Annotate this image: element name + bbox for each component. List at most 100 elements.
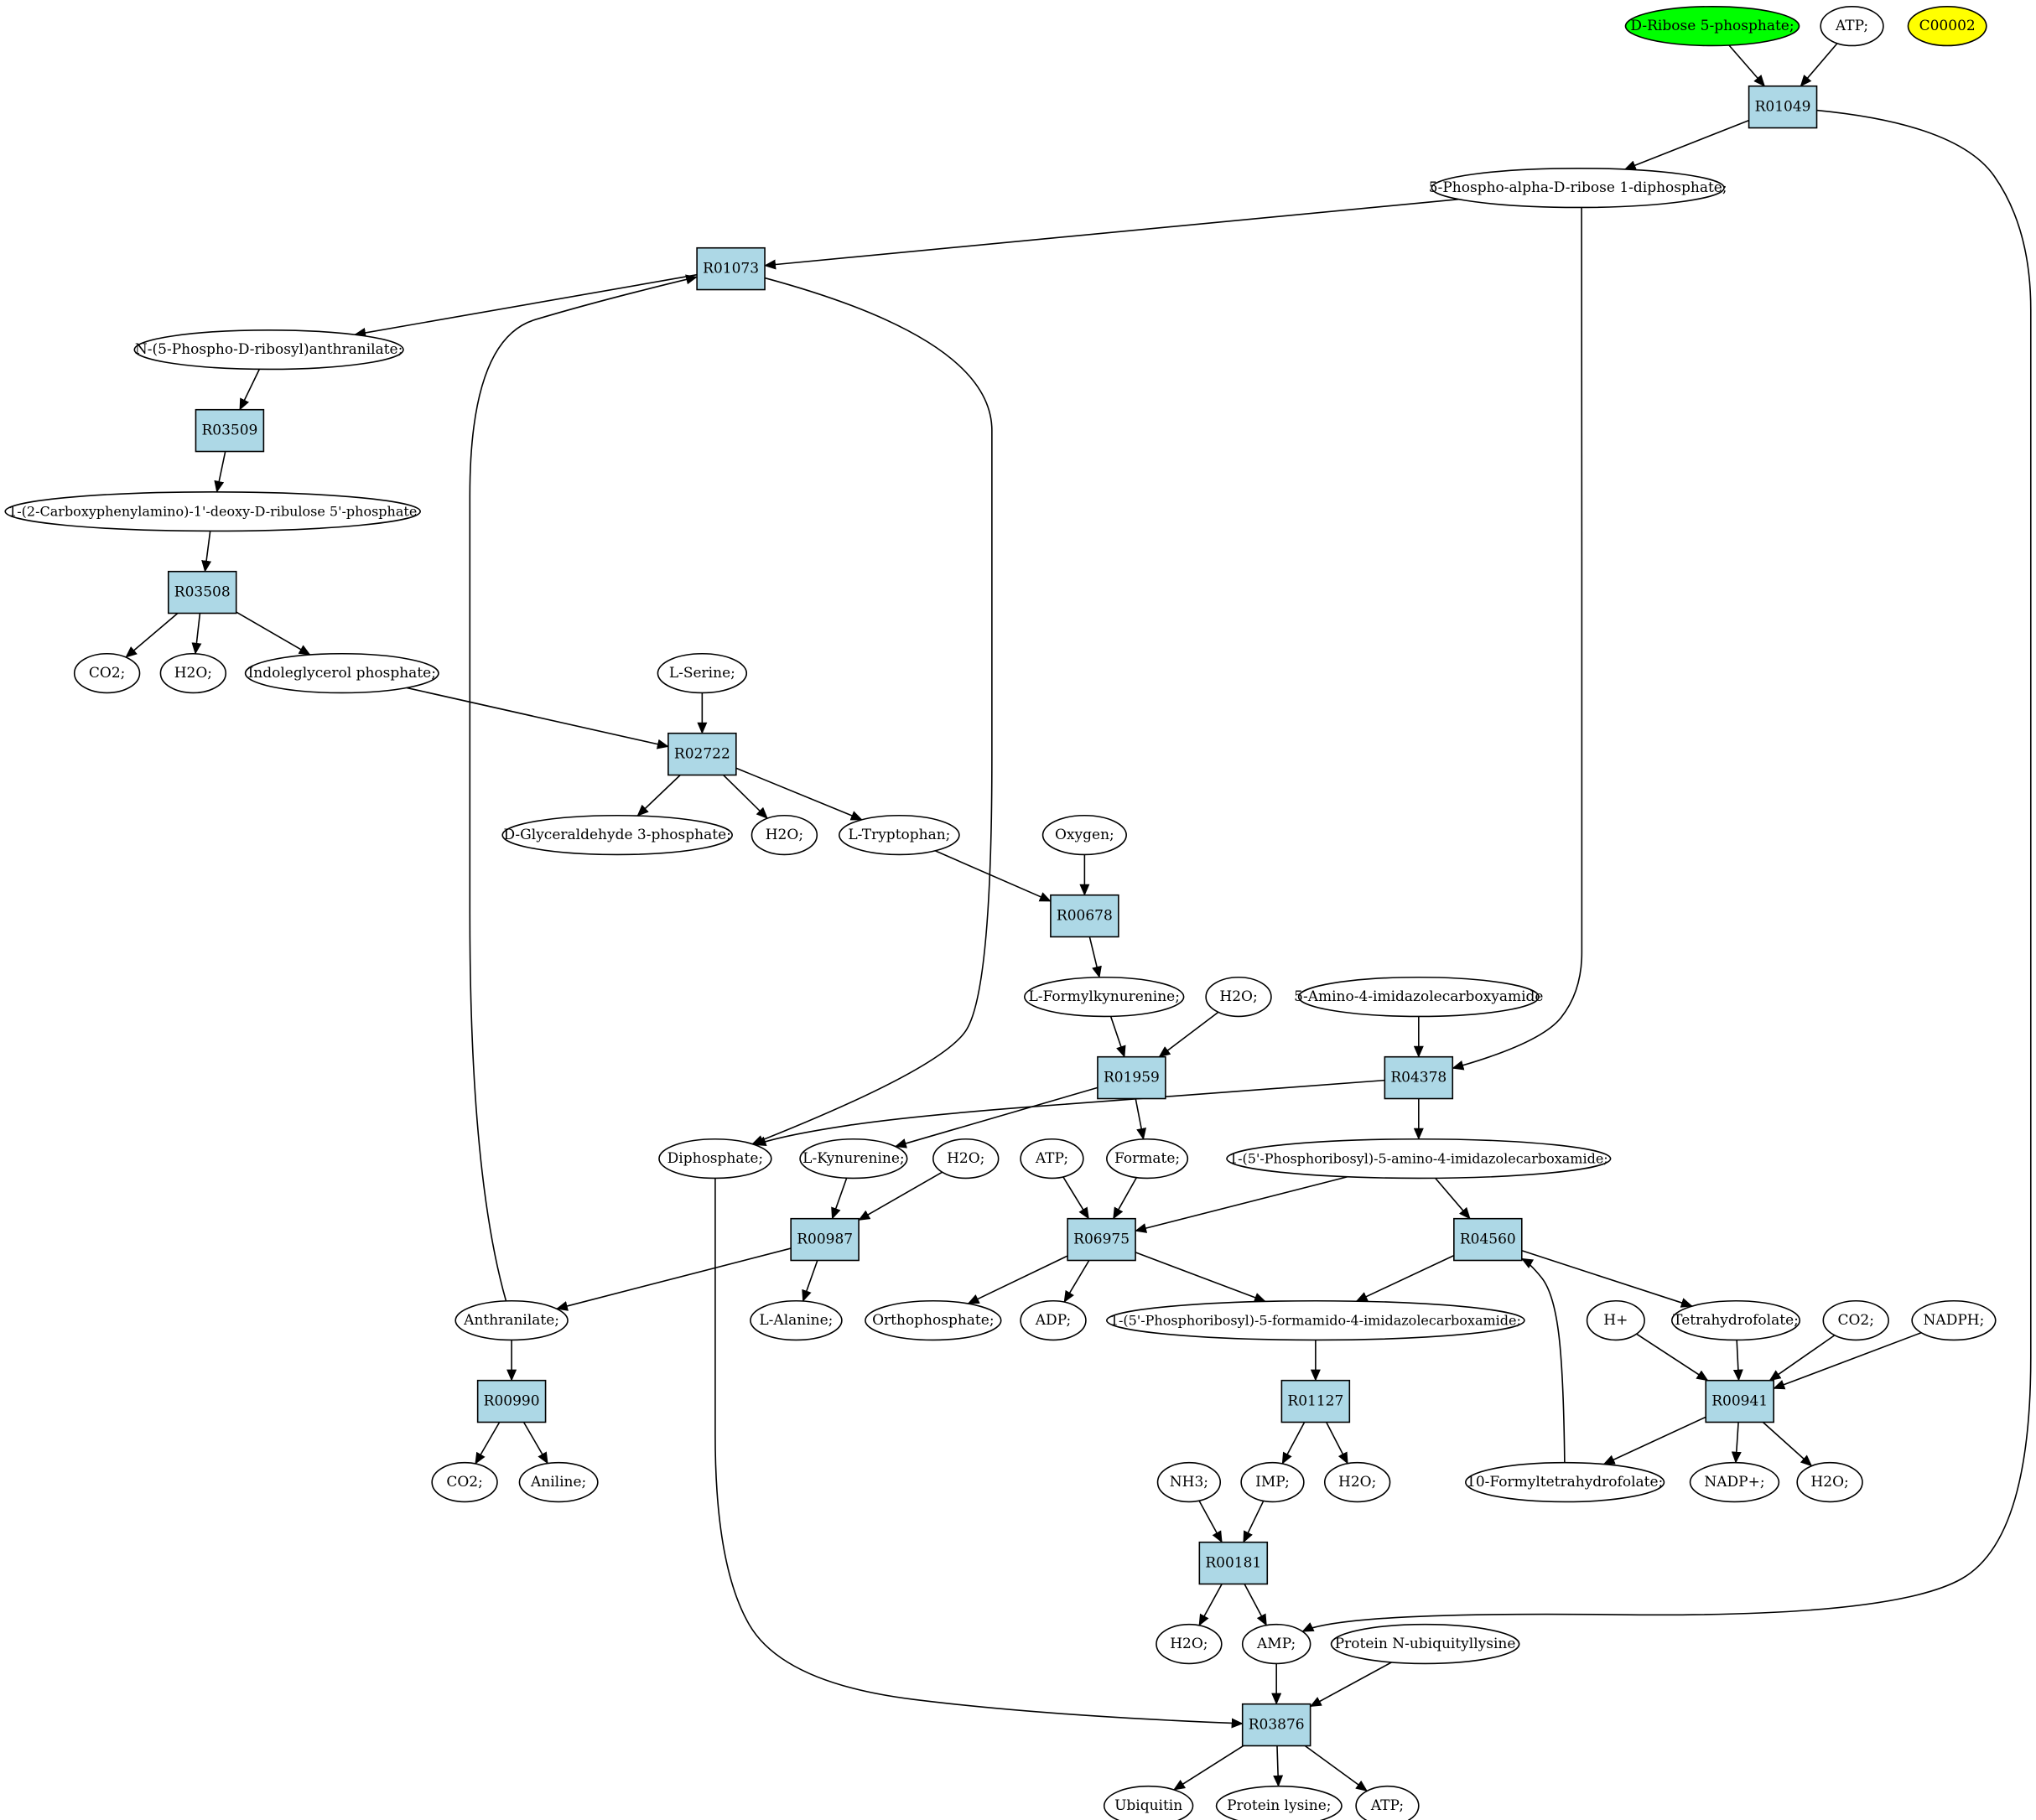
compound-node-ubq[interactable]: Ubiquitin bbox=[1103, 1785, 1194, 1820]
node-label: NADPH; bbox=[1924, 1312, 1985, 1329]
edge-r_R00987-to-c_ala bbox=[802, 1260, 818, 1302]
node-label: D-Ribose 5-phosphate; bbox=[1630, 18, 1794, 34]
reaction-node-R00181[interactable]: R00181 bbox=[1198, 1541, 1269, 1585]
compound-node-oxygen[interactable]: Oxygen; bbox=[1041, 814, 1127, 856]
compound-ellipse bbox=[1215, 1785, 1343, 1820]
compound-node-kyn[interactable]: L-Kynurenine; bbox=[799, 1138, 908, 1180]
compound-node-h2o_b[interactable]: H2O; bbox=[751, 814, 818, 856]
node-label: ATP; bbox=[1370, 1797, 1404, 1814]
compound-node-nadph[interactable]: NADPH; bbox=[1911, 1299, 1997, 1341]
compound-node-nh3[interactable]: NH3; bbox=[1156, 1461, 1222, 1503]
edge-c_imp-to-r_R00181 bbox=[1243, 1501, 1265, 1543]
compound-ellipse bbox=[4, 490, 421, 532]
compound-node-c00002[interactable]: C00002 bbox=[1907, 5, 1987, 47]
node-label: R03508 bbox=[174, 584, 231, 601]
node-label: CO2; bbox=[446, 1474, 483, 1491]
compound-node-adp[interactable]: ADP; bbox=[1020, 1299, 1087, 1341]
compound-node-formate[interactable]: Formate; bbox=[1106, 1138, 1189, 1180]
compound-node-aica[interactable]: 5-Amino-4-imidazolecarboxyamide bbox=[1294, 976, 1543, 1018]
edge-r_R00987-to-c_anth bbox=[555, 1247, 792, 1311]
edge-r_R00181-to-c_h2o_g bbox=[1198, 1584, 1223, 1626]
compound-node-formkyn[interactable]: L-Formylkynurenine; bbox=[1023, 976, 1185, 1018]
reaction-node-R00678[interactable]: R00678 bbox=[1050, 894, 1119, 938]
compound-node-nprib[interactable]: N-(5-Phospho-D-ribosyl)anthranilate; bbox=[133, 329, 404, 371]
compound-node-pi[interactable]: Orthophosphate; bbox=[865, 1299, 1002, 1341]
compound-node-serine[interactable]: L-Serine; bbox=[657, 652, 748, 694]
compound-node-h2o_g[interactable]: H2O; bbox=[1156, 1623, 1223, 1665]
compound-ellipse bbox=[1907, 5, 1987, 47]
compound-node-faicar[interactable]: 1-(5'-Phosphoribosyl)-5-formamido-4-imid… bbox=[1106, 1299, 1525, 1341]
reaction-node-R01127[interactable]: R01127 bbox=[1280, 1379, 1351, 1423]
reaction-node-R03508[interactable]: R03508 bbox=[167, 570, 237, 614]
reaction-node-R03509[interactable]: R03509 bbox=[195, 408, 265, 453]
reaction-box bbox=[1705, 1379, 1774, 1423]
compound-ellipse bbox=[133, 329, 404, 371]
compound-node-imp[interactable]: IMP; bbox=[1240, 1461, 1305, 1503]
compound-node-anth[interactable]: Anthranilate; bbox=[454, 1299, 569, 1341]
compound-node-r5p[interactable]: D-Ribose 5-phosphate; bbox=[1624, 5, 1800, 47]
node-label: AMP; bbox=[1256, 1636, 1296, 1652]
edge-r_R01073-to-c_nprib bbox=[354, 273, 698, 338]
reaction-box bbox=[696, 246, 766, 291]
edge-r_R04560-to-c_faicar bbox=[1355, 1254, 1455, 1302]
compound-node-h2o_a[interactable]: H2O; bbox=[159, 652, 227, 694]
compound-node-protlys[interactable]: Protein lysine; bbox=[1215, 1785, 1343, 1820]
edge-c_atp_top-to-r_R01049 bbox=[1800, 43, 1838, 87]
edge-c_hplus-to-r_R00941 bbox=[1636, 1333, 1709, 1382]
reaction-node-R04560[interactable]: R04560 bbox=[1453, 1217, 1523, 1262]
compound-node-aicar[interactable]: 1-(5'-Phosphoribosyl)-5-amino-4-imidazol… bbox=[1226, 1138, 1612, 1180]
reaction-node-R00987[interactable]: R00987 bbox=[790, 1217, 860, 1262]
compound-node-cdrp[interactable]: 1-(2-Carboxyphenylamino)-1'-deoxy-D-ribu… bbox=[4, 490, 421, 532]
compound-ellipse bbox=[1106, 1299, 1525, 1341]
reaction-node-R01073[interactable]: R01073 bbox=[696, 246, 766, 291]
node-label: L-Tryptophan; bbox=[848, 827, 950, 843]
reaction-node-R02722[interactable]: R02722 bbox=[667, 732, 737, 776]
compound-ellipse bbox=[1323, 1461, 1391, 1503]
compound-ellipse bbox=[1670, 1299, 1801, 1341]
compound-node-protubq[interactable]: Protein N-ubiquityllysine bbox=[1330, 1623, 1520, 1665]
compound-node-aniline[interactable]: Aniline; bbox=[518, 1461, 599, 1503]
edge-c_nadph-to-r_R00941 bbox=[1773, 1331, 1922, 1390]
reaction-node-R01959[interactable]: R01959 bbox=[1097, 1055, 1166, 1100]
compound-node-g3p[interactable]: D-Glyceraldehyde 3-phosphate; bbox=[501, 814, 733, 856]
compound-node-trp[interactable]: L-Tryptophan; bbox=[838, 814, 960, 856]
compound-node-amp[interactable]: AMP; bbox=[1241, 1623, 1311, 1665]
compound-node-ppi[interactable]: Diphosphate; bbox=[658, 1138, 772, 1180]
node-label: 1-(5'-Phosphoribosyl)-5-amino-4-imidazol… bbox=[1229, 1151, 1608, 1167]
reaction-node-R04378[interactable]: R04378 bbox=[1384, 1055, 1454, 1100]
compound-ellipse bbox=[73, 652, 141, 694]
edge-r_R01073-to-c_ppi bbox=[751, 277, 993, 1145]
node-label: R01049 bbox=[1755, 99, 1811, 116]
compound-node-co2_b[interactable]: CO2; bbox=[431, 1461, 498, 1503]
compound-node-atp_bot[interactable]: ATP; bbox=[1355, 1785, 1420, 1820]
node-label: R01073 bbox=[703, 261, 759, 277]
compound-node-h2o_f[interactable]: H2O; bbox=[1796, 1461, 1863, 1503]
compound-node-h2o_c[interactable]: H2O; bbox=[1205, 976, 1272, 1018]
compound-ellipse bbox=[1822, 1299, 1889, 1341]
compound-node-co2_c[interactable]: CO2; bbox=[1822, 1299, 1889, 1341]
compound-node-co2_a[interactable]: CO2; bbox=[73, 652, 141, 694]
compound-node-atp_top[interactable]: ATP; bbox=[1820, 5, 1884, 47]
compound-node-atp_mid[interactable]: ATP; bbox=[1020, 1138, 1084, 1180]
compound-node-prpp[interactable]: 5-Phospho-alpha-D-ribose 1-diphosphate; bbox=[1429, 167, 1727, 209]
compound-node-hplus[interactable]: H+ bbox=[1586, 1299, 1645, 1341]
compound-node-ala[interactable]: L-Alanine; bbox=[750, 1299, 843, 1341]
edge-layer bbox=[125, 43, 2032, 1791]
node-label: H2O; bbox=[947, 1150, 984, 1167]
reaction-node-R00990[interactable]: R00990 bbox=[476, 1379, 547, 1423]
compound-ellipse bbox=[1156, 1461, 1222, 1503]
compound-node-h2o_e[interactable]: H2O; bbox=[1323, 1461, 1391, 1503]
node-label: Protein lysine; bbox=[1227, 1797, 1331, 1814]
node-label: Anthranilate; bbox=[463, 1312, 559, 1329]
reaction-node-R06975[interactable]: R06975 bbox=[1067, 1217, 1136, 1262]
compound-node-10fthf[interactable]: 10-Formyltetrahydrofolate; bbox=[1465, 1461, 1665, 1503]
compound-node-igp[interactable]: Indoleglycerol phosphate; bbox=[244, 652, 439, 694]
compound-node-thf[interactable]: Tetrahydrofolate; bbox=[1670, 1299, 1801, 1341]
compound-node-h2o_d[interactable]: H2O; bbox=[932, 1138, 1000, 1180]
reaction-node-R03876[interactable]: R03876 bbox=[1241, 1703, 1311, 1747]
compound-node-nadp[interactable]: NADP+; bbox=[1689, 1461, 1780, 1503]
reaction-node-R00941[interactable]: R00941 bbox=[1705, 1379, 1774, 1423]
reaction-node-R01049[interactable]: R01049 bbox=[1748, 85, 1818, 129]
compound-ellipse bbox=[1103, 1785, 1194, 1820]
compound-ellipse bbox=[799, 1138, 908, 1180]
